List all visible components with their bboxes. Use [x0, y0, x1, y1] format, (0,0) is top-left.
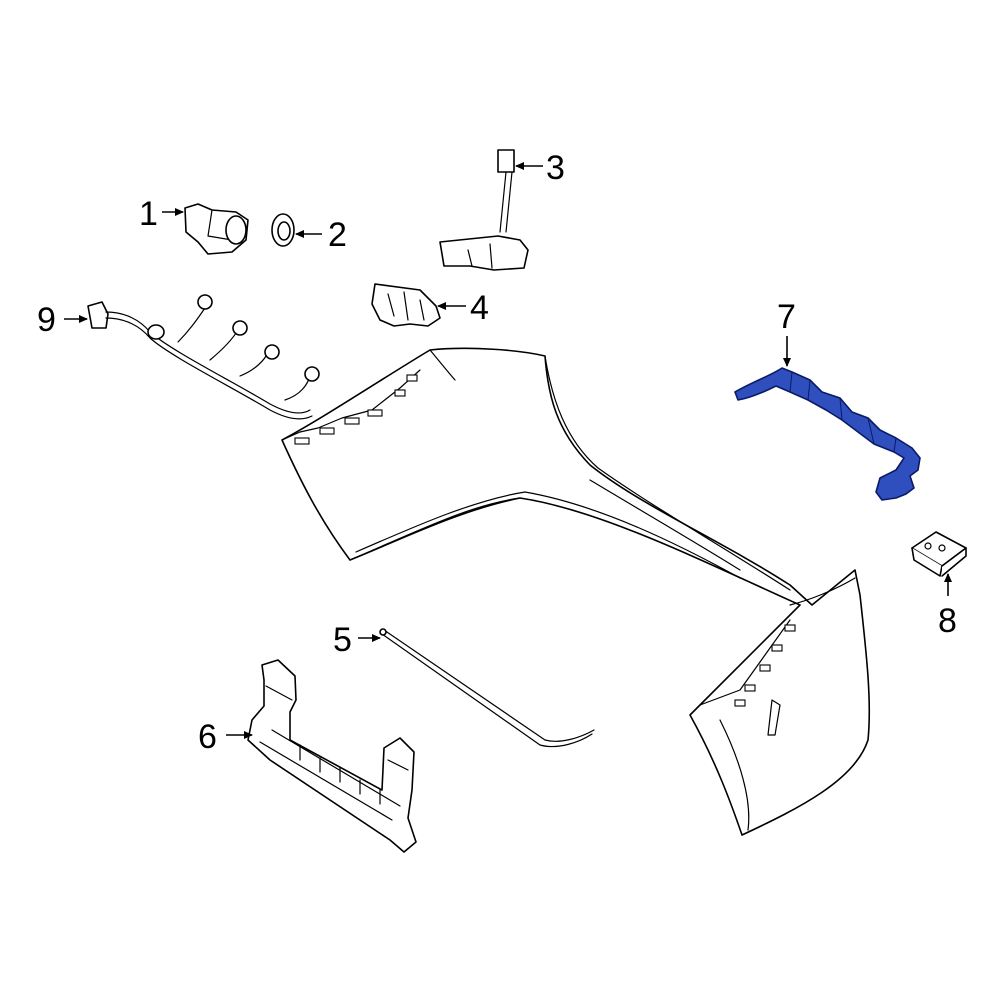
callout-7: 7 — [777, 298, 796, 336]
part-2-sensor-retainer-ring[interactable] — [271, 213, 295, 247]
callout-9: 9 — [37, 301, 56, 339]
part-5-trim-strip[interactable] — [379, 628, 595, 748]
part-3-antenna[interactable] — [439, 149, 529, 271]
callout-5: 5 — [333, 621, 352, 659]
callout-4: 4 — [470, 289, 489, 327]
callout-2: 2 — [328, 216, 347, 254]
callout-6: 6 — [198, 718, 217, 756]
part-8-module[interactable] — [911, 531, 967, 577]
part-7-bracket-highlighted[interactable] — [734, 367, 921, 501]
callout-3: 3 — [546, 149, 565, 187]
part-1-parking-sensor[interactable] — [184, 203, 249, 255]
part-6-lower-bracket[interactable] — [247, 659, 417, 853]
callout-leaders — [64, 162, 952, 739]
callout-labels: 1 2 3 4 5 6 7 8 9 — [37, 149, 957, 756]
callout-8: 8 — [938, 602, 957, 640]
callout-1: 1 — [139, 195, 158, 233]
bumper-cover[interactable] — [281, 347, 871, 836]
part-9-wiring-harness[interactable] — [87, 294, 320, 420]
part-4-bracket[interactable] — [371, 283, 441, 327]
